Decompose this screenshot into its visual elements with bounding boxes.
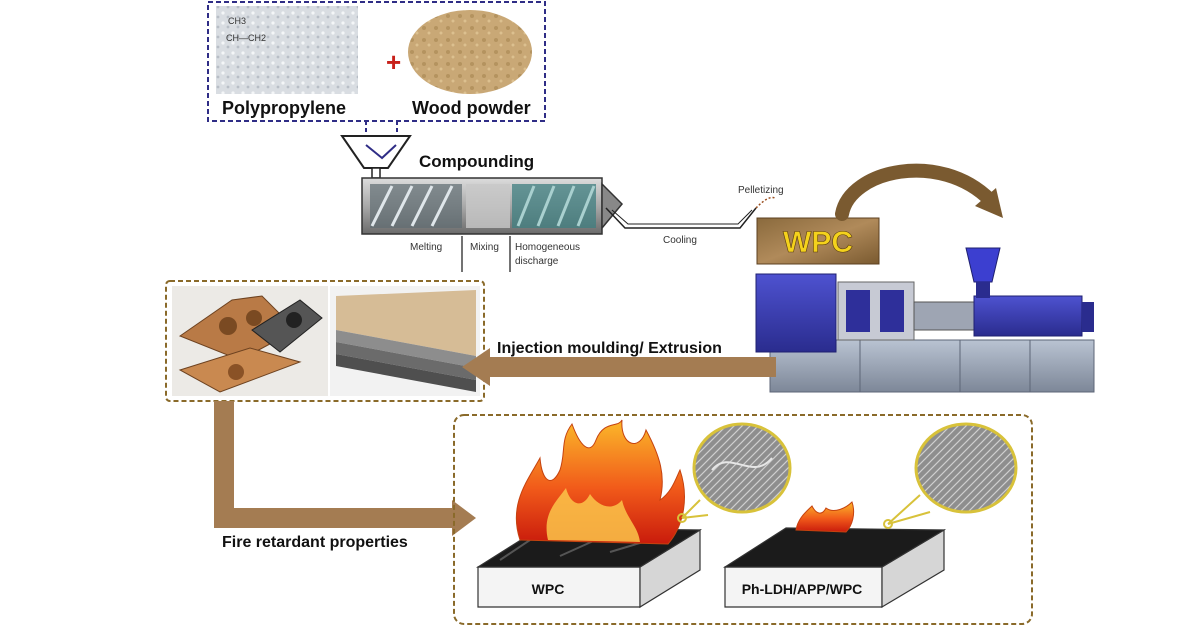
injection-unit (973, 295, 1083, 337)
cooling-label: Cooling (663, 235, 697, 246)
ph-ldh-sample-block: Ph-LDH/APP/WPC (722, 527, 947, 609)
polypropylene-label: Polypropylene (222, 98, 346, 118)
compounding-extruder: Compounding Melting Mixing Homogeneous d… (340, 135, 624, 272)
wpc-pellets: WPC (756, 163, 1003, 265)
wood-powder-label: Wood powder (412, 98, 531, 118)
products-box (165, 280, 485, 402)
sem-inset-left (677, 422, 792, 523)
zone-discharge-label-1: Homogeneous (515, 242, 580, 253)
injection-label: Injection moulding/ Extrusion (497, 340, 722, 357)
fire-retardant-label: Fire retardant properties (222, 534, 408, 551)
raw-materials-box: CH3 CH—CH2 + Polypropylene Wood powder (207, 1, 546, 139)
cooling-section: Cooling Pelletizing (605, 185, 784, 246)
zone-discharge-label-2: discharge (515, 256, 559, 267)
chem-ch3: CH3 (228, 16, 246, 26)
curved-arrow (835, 163, 997, 221)
plus-sign: + (386, 47, 401, 77)
pelletizing-label: Pelletizing (738, 185, 784, 196)
injection-moulding-machine (755, 247, 1095, 393)
wpc-block (756, 217, 880, 265)
cooling-trough (605, 207, 757, 229)
zone-melting-label: Melting (410, 242, 442, 253)
sem-inset-right (883, 422, 1018, 529)
compounding-title: Compounding (419, 152, 534, 171)
fire-retardant-arrow: Fire retardant properties (214, 401, 476, 551)
machine-hopper (965, 247, 1001, 283)
zone-mixing-label: Mixing (470, 242, 499, 253)
clamping-unit (755, 273, 837, 353)
wood-powder-image (408, 10, 532, 94)
large-flame-icon (515, 419, 685, 545)
wpc-sample-label: WPC (532, 581, 565, 597)
injection-arrow: Injection moulding/ Extrusion (462, 340, 776, 386)
ph-ldh-sample-label: Ph-LDH/APP/WPC (742, 581, 863, 597)
fire-test-box: WPC Ph-LDH/APP/WPC (453, 414, 1033, 625)
polypropylene-image (216, 6, 358, 94)
wpc-block-label: WPC (783, 226, 853, 259)
chem-chain: CH—CH2 (226, 33, 266, 43)
small-flame-icon (795, 501, 855, 533)
extruder-die (601, 182, 624, 231)
